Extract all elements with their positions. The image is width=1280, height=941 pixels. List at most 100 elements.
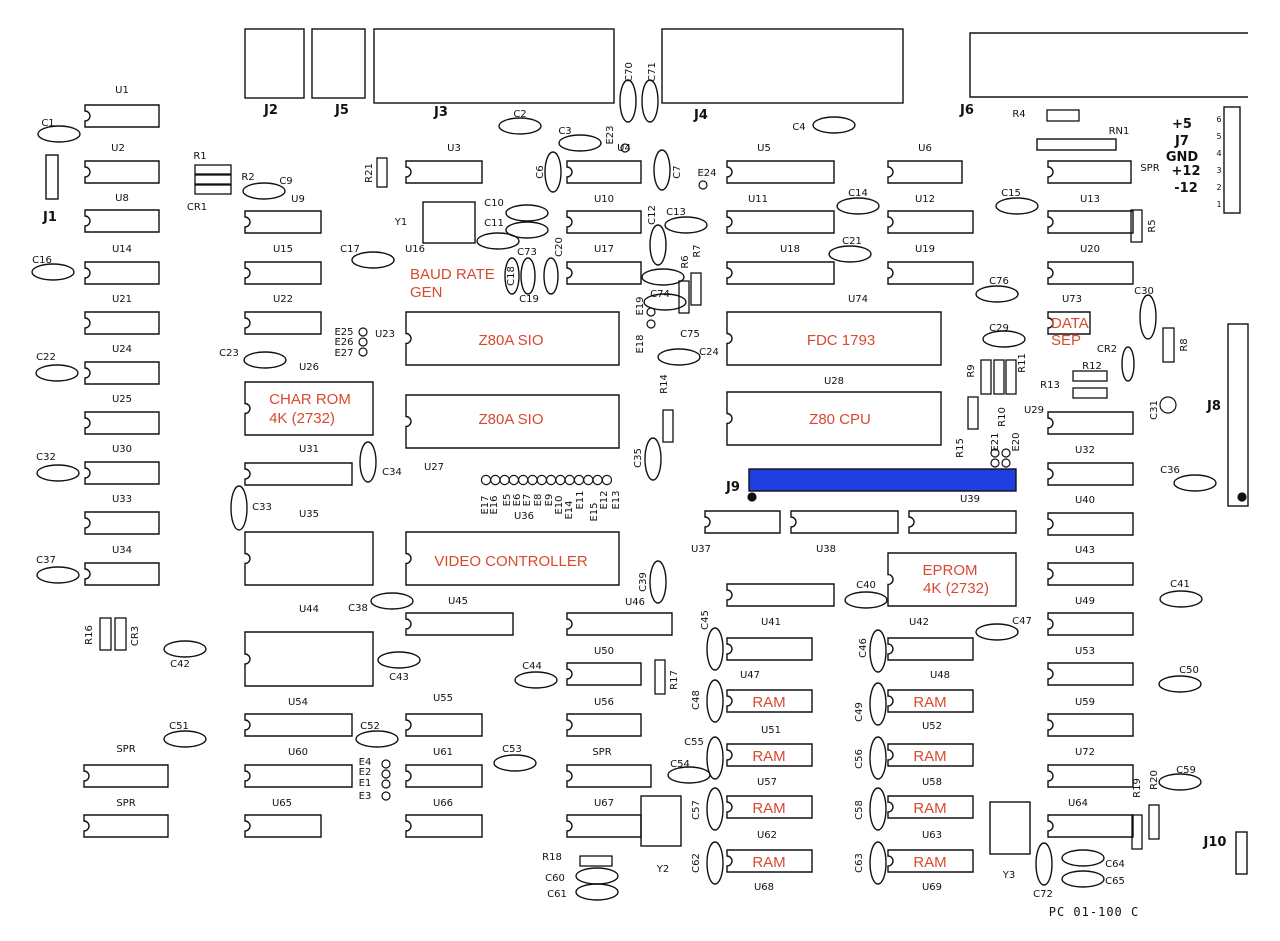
label-u18: U18 [780,244,800,255]
label-c32: C32 [36,452,56,463]
res-r1-b [194,174,232,185]
chip-u12 [887,210,974,234]
res-r9 [980,359,992,395]
cap-c56 [869,736,887,780]
res-r15 [967,396,979,430]
label-r15: R15 [955,438,966,458]
chip-u52 [887,689,974,713]
label-u21: U21 [112,294,132,305]
label-e17: E17 [480,495,491,514]
label-u37: U37 [691,544,711,555]
label-c39: C39 [638,572,649,592]
label-u15: U15 [273,244,293,255]
res-r8 [1162,327,1175,363]
chip-u19 [887,261,974,285]
label-c35: C35 [633,448,644,468]
crystal-y1 [422,201,476,244]
cap-c34 [359,441,377,483]
cap-c1 [37,125,81,143]
label-u3: U3 [447,143,461,154]
label-r14: R14 [659,374,670,394]
label-ram: RAM [752,800,785,817]
chip-u47 [726,637,813,661]
label-u73: U73 [1062,294,1082,305]
label-y3: Y3 [1002,870,1015,881]
cap-c74 [641,268,685,286]
label-c22: C22 [36,352,56,363]
label-cr2: CR2 [1097,344,1117,355]
chip-u5 [726,160,835,184]
chip-u61 [405,764,483,788]
label-c30: C30 [1134,286,1154,297]
label-e4: E4 [359,757,372,768]
cap-c22 [35,364,79,382]
label-c60: C60 [545,873,565,884]
label-c21: C21 [842,236,862,247]
chip-u46 [566,612,673,636]
label-u20: U20 [1080,244,1100,255]
label-u55: U55 [433,693,453,704]
chip-u11 [726,210,835,234]
cap-c21 [828,245,872,263]
res-r1-a [194,164,232,175]
label-c42: C42 [170,659,190,670]
cap-c13 [664,216,708,234]
cap-c33 [230,485,248,531]
label-c63: C63 [854,853,865,873]
label-c7: C7 [672,165,683,178]
cap-c44 [514,671,558,689]
cap-c6 [544,151,562,193]
label-u16: U16 [405,244,425,255]
label-j10: J10 [1203,835,1227,850]
label-j7: J7 [1174,134,1189,149]
label-e10: E10 [554,495,565,514]
label-u25: U25 [112,394,132,405]
label-c13: C13 [666,207,686,218]
label-c75: C75 [680,329,700,340]
label-u41: U41 [761,617,781,628]
label-u28: U28 [824,376,844,387]
cap-c53 [493,754,537,772]
label-z80a_sio_1: Z80A SIO [478,332,543,349]
res-r21 [376,157,388,188]
label-c45: C45 [700,610,711,630]
res-r14 [662,409,674,443]
label-u69: U69 [922,882,942,893]
label-spr: SPR [116,798,135,809]
rn1-network [1036,138,1117,151]
label-5: 1 [1216,200,1221,209]
chip-u64 [1047,814,1134,838]
label-u34: U34 [112,545,132,556]
label-e1: E1 [359,778,372,789]
chip-u40 [1047,512,1134,536]
chip-u39 [908,510,1017,534]
label-c49: C49 [854,702,865,722]
chip-u35 [244,531,374,586]
label-rn1: RN1 [1109,126,1130,137]
chip-u42-eprom [887,552,1017,607]
label-u45: U45 [448,596,468,607]
cap-c37 [36,566,80,584]
cap-c47 [975,623,1019,641]
label-r2: R2 [241,172,254,183]
pad-e27 [358,347,368,357]
cap-c42 [163,640,207,658]
pad-e26 [358,337,368,347]
cap-c49 [869,682,887,726]
chip-u63 [887,795,974,819]
chip-u18 [726,261,835,285]
cap-cr2 [1121,346,1135,382]
chip-u1 [84,104,160,128]
label-c76: C76 [989,276,1009,287]
label-u30: U30 [112,444,132,455]
label-ram: RAM [913,854,946,871]
cap-c76 [975,285,1019,303]
label-u11: U11 [748,194,768,205]
label-c53: C53 [502,744,522,755]
chip-u68 [726,849,813,873]
cap-c55 [706,736,724,780]
chip-u50 [566,662,642,686]
res-r10 [993,359,1005,395]
cap-c16 [31,263,75,281]
res-r5 [1130,209,1143,243]
